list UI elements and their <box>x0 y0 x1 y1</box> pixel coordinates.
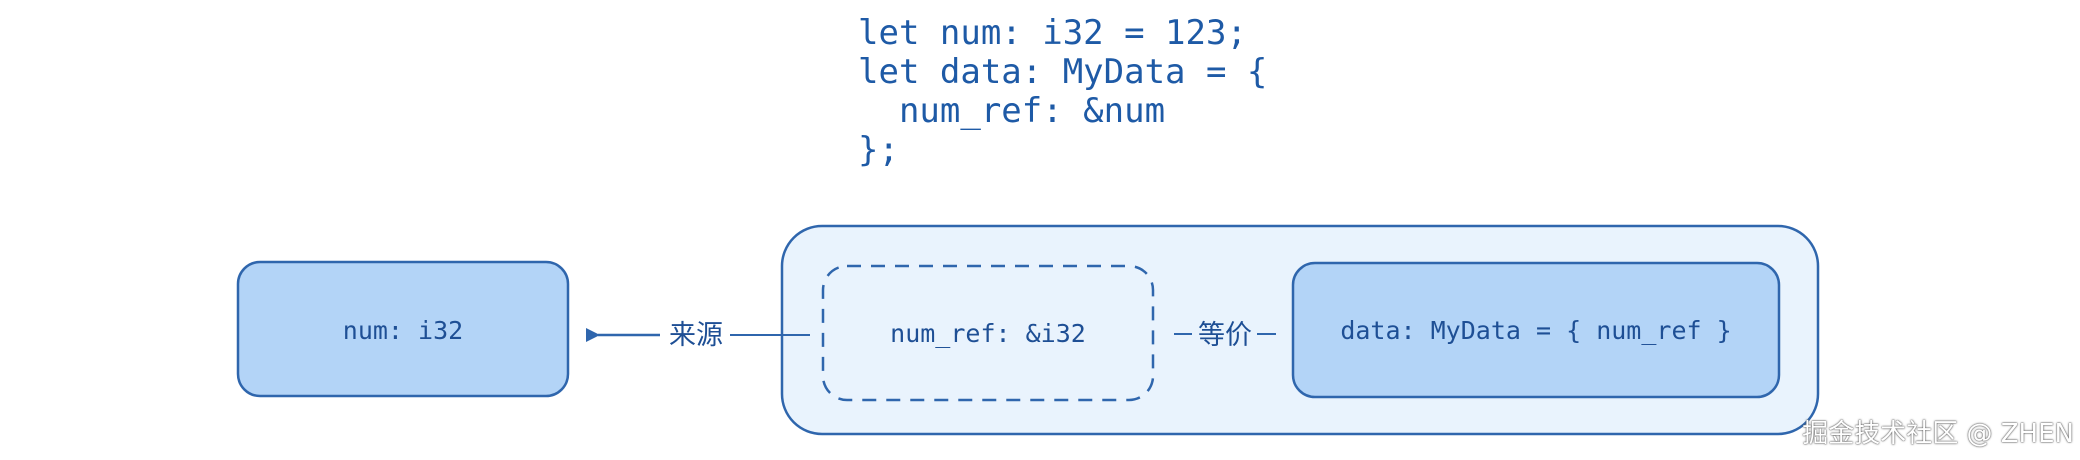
data-node-box <box>1291 261 1781 399</box>
equivalent-edge: 等价 <box>1174 320 1276 351</box>
source-edge-label: 来源 <box>669 320 723 351</box>
num-node: num: i32 <box>236 260 570 398</box>
num-ref-node-box <box>821 264 1155 402</box>
code-line-3: num_ref: &num <box>858 91 1165 131</box>
code-line-1: let num: i32 = 123; <box>858 13 1247 53</box>
code-block: let num: i32 = 123; let data: MyData = {… <box>858 13 1267 170</box>
code-line-4: }; <box>858 130 899 170</box>
num-ref-node-label: num_ref: &i32 <box>890 319 1086 348</box>
num-ref-node: num_ref: &i32 <box>821 264 1155 402</box>
data-node-label: data: MyData = { num_ref } <box>1340 316 1731 345</box>
source-edge: 来源 <box>586 320 810 351</box>
code-line-2: let data: MyData = { <box>858 52 1267 92</box>
num-node-label: num: i32 <box>343 316 463 345</box>
equivalent-edge-label: 等价 <box>1198 320 1252 351</box>
data-node: data: MyData = { num_ref } <box>1291 261 1781 399</box>
num-node-box <box>236 260 570 398</box>
watermark: 掘金技术社区 @ ZHEN <box>1802 419 2074 449</box>
